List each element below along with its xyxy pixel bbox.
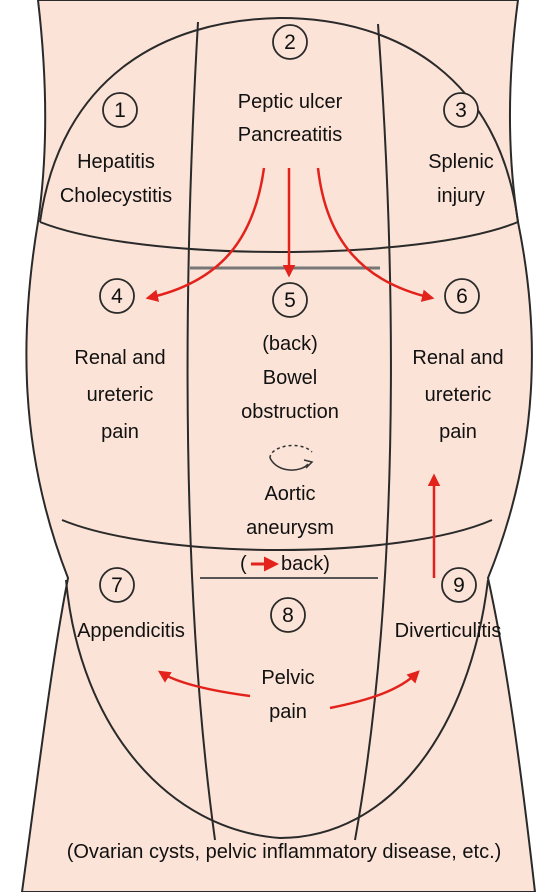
- region-7-label-line-1: Appendicitis: [77, 620, 185, 642]
- region-5-label-line-2: Bowel: [263, 367, 317, 389]
- region-4-number: 4: [100, 279, 134, 313]
- region-9-number: 9: [442, 568, 476, 602]
- region-2-label-line-1: Peptic ulcer: [238, 91, 343, 113]
- region-4-label-line-2: ureteric: [87, 384, 154, 406]
- region-1-label-line-2: Cholecystitis: [60, 185, 172, 207]
- region-5-extra-line-2: aneurysm: [246, 517, 334, 539]
- region-6-number: 6: [445, 279, 479, 313]
- svg-text:5: 5: [284, 289, 296, 312]
- region-7-number: 7: [100, 568, 134, 602]
- region-4-label-line-3: pain: [101, 421, 139, 443]
- region-6-label-line-3: pain: [439, 421, 477, 443]
- region-5-extra-line-1: Aortic: [264, 483, 315, 505]
- footer-note: (Ovarian cysts, pelvic inflammatory dise…: [67, 841, 502, 863]
- region-6-label-line-2: ureteric: [425, 384, 492, 406]
- svg-text:6: 6: [456, 285, 468, 308]
- region-3-label-line-2: injury: [437, 185, 485, 207]
- region-8-label-line-1: Pelvic: [261, 667, 314, 689]
- region-5-label-line-1: (back): [262, 333, 318, 355]
- region-2-number: 2: [273, 25, 307, 59]
- region-1-number: 1: [103, 93, 137, 127]
- region-8-number: 8: [271, 598, 305, 632]
- region-3-number: 3: [444, 93, 478, 127]
- svg-text:4: 4: [111, 285, 123, 308]
- region-3-label-line-1: Splenic: [428, 151, 494, 173]
- region-5-back-note: back): [281, 553, 330, 575]
- svg-text:1: 1: [114, 99, 126, 122]
- region-2-label-line-2: Pancreatitis: [238, 124, 343, 146]
- svg-text:9: 9: [453, 574, 465, 597]
- svg-text:2: 2: [284, 31, 296, 54]
- region-5-back-open-paren: (: [240, 553, 247, 575]
- svg-text:3: 3: [455, 99, 467, 122]
- region-6-label-line-1: Renal and: [412, 347, 503, 369]
- region-4-label-line-1: Renal and: [74, 347, 165, 369]
- region-5-number: 5: [273, 283, 307, 317]
- svg-text:7: 7: [111, 574, 123, 597]
- svg-text:8: 8: [282, 604, 294, 627]
- region-1-label-line-1: Hepatitis: [77, 151, 155, 173]
- region-9-label-line-1: Diverticulitis: [395, 620, 502, 642]
- region-8-label-line-2: pain: [269, 701, 307, 723]
- region-5-label-line-3: obstruction: [241, 401, 339, 423]
